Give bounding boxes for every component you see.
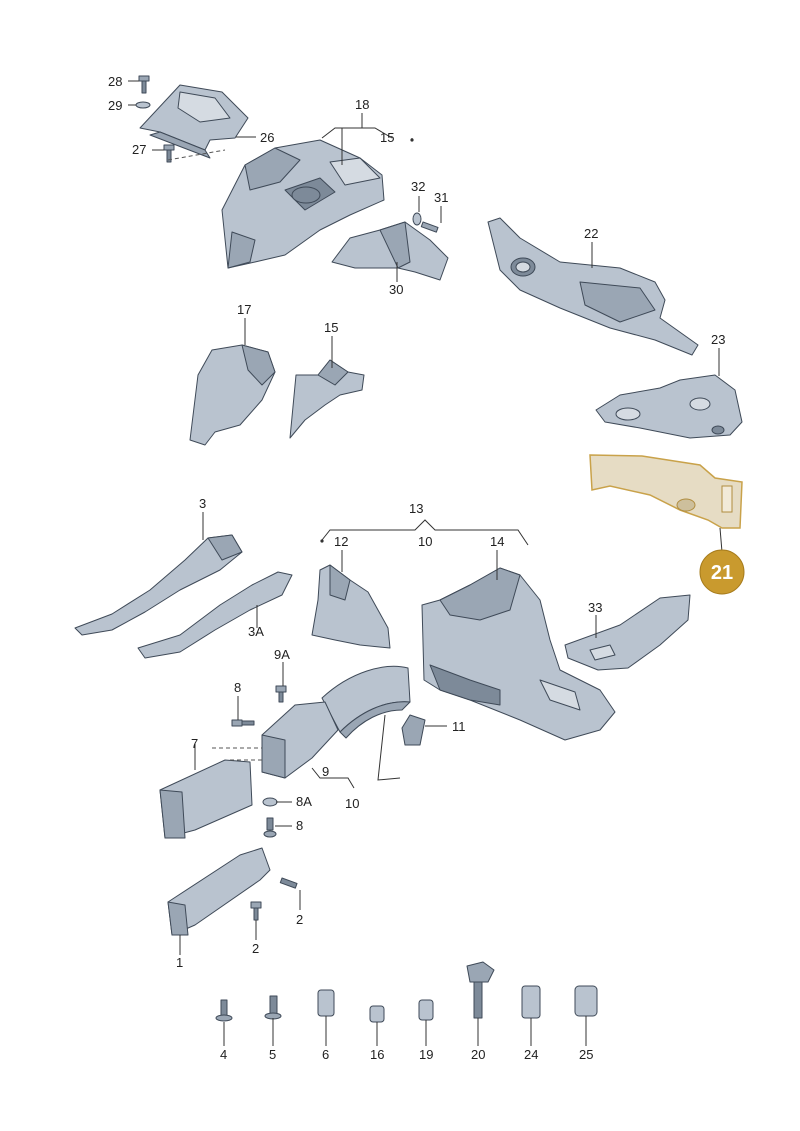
label-9A: 9A [274, 647, 290, 662]
badge-21[interactable]: 21 [699, 549, 745, 595]
label-23: 23 [711, 332, 725, 347]
label-16: 16 [370, 1047, 384, 1062]
part-3-rail[interactable] [74, 534, 243, 636]
part-3A-rail[interactable] [137, 571, 293, 659]
label-10-top: 10 [418, 534, 432, 549]
part-2-bolt-right[interactable] [279, 877, 298, 889]
part-11-clip[interactable] [401, 714, 426, 746]
label-26: 26 [260, 130, 274, 145]
label-6: 6 [322, 1047, 329, 1062]
label-4: 4 [220, 1047, 227, 1062]
part-8-bolt-lower[interactable] [263, 817, 277, 838]
part-21-bracket-highlighted[interactable] [589, 454, 743, 529]
part-14-floor[interactable] [421, 567, 616, 741]
label-8-upper: 8 [234, 680, 241, 695]
label-24: 24 [524, 1047, 538, 1062]
part-2-bolt-left[interactable] [250, 901, 262, 921]
label-5: 5 [269, 1047, 276, 1062]
part-19-nut[interactable] [418, 999, 434, 1021]
label-10-bottom: 10 [345, 796, 359, 811]
part-7-mount[interactable] [159, 759, 253, 839]
label-19: 19 [419, 1047, 433, 1062]
part-28-bolt[interactable] [138, 75, 150, 94]
part-25-nut[interactable] [574, 985, 598, 1017]
part-9-crashbox[interactable] [261, 701, 339, 779]
label-1: 1 [176, 955, 183, 970]
part-33-panel[interactable] [564, 594, 691, 671]
leader-dots [320, 138, 414, 543]
part-1-longitudinal[interactable] [167, 847, 271, 936]
part-32-washer[interactable] [412, 212, 422, 226]
label-3: 3 [199, 496, 206, 511]
part-8-bolt-upper[interactable] [231, 719, 255, 727]
label-33: 33 [588, 600, 602, 615]
label-17: 17 [237, 302, 251, 317]
part-29-washer[interactable] [135, 101, 151, 109]
label-3A: 3A [248, 624, 264, 639]
part-15-bracket[interactable] [289, 359, 365, 439]
part-18-frame[interactable] [221, 139, 385, 269]
part-9A-bolt[interactable] [275, 685, 287, 703]
part-4-bolt[interactable] [215, 999, 233, 1022]
label-29: 29 [108, 98, 122, 113]
label-25: 25 [579, 1047, 593, 1062]
label-2-left: 2 [252, 941, 259, 956]
label-30: 30 [389, 282, 403, 297]
part-31-bolt[interactable] [420, 221, 439, 233]
label-8A: 8A [296, 794, 312, 809]
part-5-bolt[interactable] [264, 995, 282, 1020]
leader-lines [128, 80, 720, 1046]
label-28: 28 [108, 74, 122, 89]
part-24-nut[interactable] [521, 985, 541, 1019]
label-2-right: 2 [296, 912, 303, 927]
part-27-bolt[interactable] [163, 144, 175, 163]
part-6-nut[interactable] [317, 989, 335, 1017]
part-17-panel[interactable] [189, 344, 276, 446]
label-11: 11 [452, 719, 466, 734]
label-27: 27 [132, 142, 146, 157]
label-32: 32 [411, 179, 425, 194]
label-31: 31 [434, 190, 448, 205]
part-26-bracket[interactable] [139, 84, 249, 159]
part-10-duct[interactable] [321, 665, 411, 739]
label-15-mid: 15 [324, 320, 338, 335]
part-16-nut[interactable] [369, 1005, 385, 1023]
label-15-top: 15 [380, 130, 394, 145]
label-22: 22 [584, 226, 598, 241]
label-7: 7 [191, 736, 198, 751]
label-14: 14 [490, 534, 504, 549]
part-labels: 28 29 27 26 18 15 32 31 30 22 17 15 23 3… [108, 74, 725, 1062]
part-12-bracket[interactable] [311, 564, 391, 649]
part-22-panel[interactable] [487, 217, 699, 356]
label-18: 18 [355, 97, 369, 112]
label-13: 13 [409, 501, 423, 516]
part-8A-washer[interactable] [262, 797, 278, 807]
label-20: 20 [471, 1047, 485, 1062]
badge-21-label: 21 [711, 562, 733, 584]
label-9: 9 [322, 764, 329, 779]
label-12: 12 [334, 534, 348, 549]
label-8-lower: 8 [296, 818, 303, 833]
part-20-screw[interactable] [466, 961, 495, 1019]
part-30-bracket[interactable] [331, 221, 449, 281]
part-23-panel[interactable] [595, 374, 743, 439]
